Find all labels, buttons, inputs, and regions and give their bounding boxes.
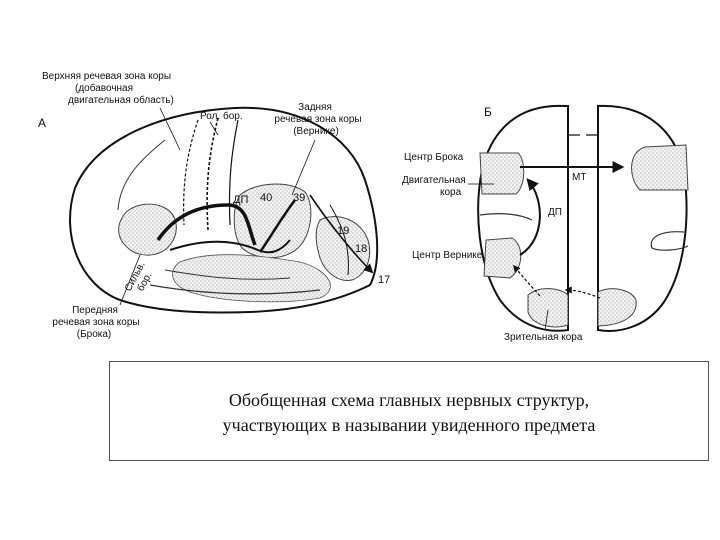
label-dp-a: ДП	[233, 194, 248, 206]
label-upper-zone-1: Верхняя речевая зона коры	[42, 71, 171, 82]
wernicke-visual-path	[258, 199, 297, 253]
label-broca-center: Центр Брока	[404, 152, 464, 163]
leader-anterior	[119, 254, 141, 306]
label-anterior-zone-3: (Брока)	[77, 329, 112, 340]
label-area-17: 17	[378, 274, 390, 286]
frontal-fold	[117, 139, 166, 211]
hemisphere-outline	[69, 106, 379, 314]
panel-b-letter: Б	[484, 105, 492, 119]
leader-rol-bor	[209, 121, 219, 136]
label-upper-zone-2: (добавочная	[75, 82, 133, 94]
label-posterior-zone-2: речевая зона коры	[274, 114, 361, 125]
temporal-fold-1	[149, 284, 321, 295]
leader-visual	[544, 309, 549, 331]
dp-arrow-b	[519, 178, 541, 256]
caption-box: Обобщенная схема главных нервных структу…	[109, 361, 709, 461]
rolandic-sulcus	[206, 117, 219, 231]
label-motor-cortex-1: Двигательная	[402, 175, 466, 186]
label-posterior-zone-1: Задняя	[298, 102, 332, 113]
sylvian-fissure	[169, 239, 291, 254]
temporal-area	[172, 254, 331, 303]
right-motor-area	[631, 144, 689, 191]
caption-line-1: Обобщенная схема главных нервных структу…	[228, 390, 590, 410]
leader-upper-zone	[159, 107, 181, 151]
label-wernicke-center: Центр Вернике	[412, 250, 483, 261]
label-anterior-zone-2: речевая зона коры	[52, 317, 139, 328]
visual-area-a	[315, 216, 371, 281]
label-area-18: 18	[355, 243, 367, 255]
postcentral-fold	[228, 119, 239, 226]
panel-b-top-view: Б Центр Брока Двигательная кора МТ ДП Це…	[402, 104, 689, 343]
visual-pathway-arrow	[309, 194, 374, 274]
area-boundary-19	[329, 204, 349, 276]
left-hemisphere	[477, 104, 569, 332]
caption-line-2: участвующих в назывании увиденного предм…	[222, 415, 596, 435]
right-visual-arrow	[564, 286, 601, 299]
temporal-fold-2	[164, 269, 291, 280]
precentral-fold	[183, 119, 199, 226]
arcuate-fasciculus	[156, 203, 257, 246]
label-mt: МТ	[572, 172, 586, 183]
label-posterior-zone-3: (Вернике)	[293, 126, 339, 137]
leader-posterior	[291, 139, 316, 196]
label-area-19: 19	[337, 225, 349, 237]
visual-cortex-left	[527, 288, 569, 328]
label-area-40: 40	[260, 192, 272, 204]
label-anterior-zone-1: Передняя	[72, 305, 118, 316]
panel-a-lateral-view: А Верхняя речевая зона коры (добав	[38, 71, 390, 340]
label-dp-b: ДП	[548, 207, 562, 218]
right-hemisphere	[597, 104, 688, 332]
broca-area	[118, 203, 177, 256]
visual-cortex-right	[597, 288, 637, 327]
broca-center-area	[479, 152, 525, 195]
brain-diagram: А Верхняя речевая зона коры (добав	[38, 71, 689, 343]
visual-to-wernicke-arrow	[513, 264, 541, 297]
figure-caption: Обобщенная схема главных нервных структу…	[110, 388, 708, 438]
label-area-39: 39	[293, 192, 305, 204]
gyrus-right-1	[650, 231, 689, 251]
label-rol-bor: Рол. бор.	[200, 110, 243, 122]
label-upper-zone-3: двигательная область)	[68, 94, 174, 106]
gyrus-left-1	[479, 213, 533, 221]
label-motor-cortex-2: кора	[440, 187, 462, 198]
panel-a-letter: А	[38, 116, 46, 130]
label-visual-cortex: Зрительная кора	[504, 332, 583, 343]
wernicke-center-area	[483, 237, 522, 279]
